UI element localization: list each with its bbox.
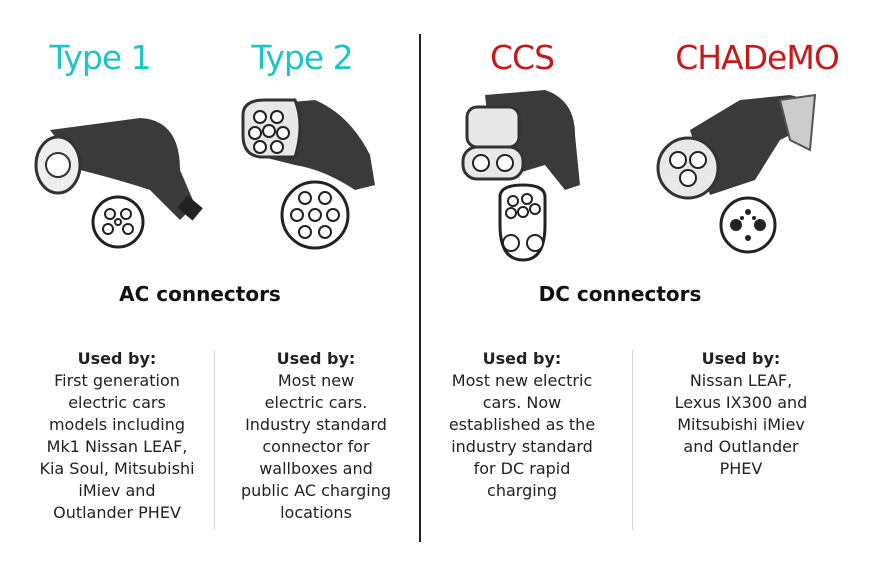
- usage-line: established as the: [448, 415, 596, 434]
- usage-line: charging: [487, 481, 557, 500]
- type1-usage: Used by: First generation electric cars …: [17, 348, 217, 524]
- used-by-heading: Used by:: [482, 349, 562, 368]
- chademo-title: CHADeMO: [675, 38, 840, 77]
- usage-line: models including: [48, 415, 186, 434]
- type1-connector-icon: [34, 118, 203, 249]
- usage-line: locations: [280, 503, 352, 522]
- ccs-title: CCS: [489, 38, 555, 77]
- usage-line: Kia Soul, Mitsubishi: [39, 459, 195, 478]
- ac-connectors-label: AC connectors: [119, 282, 281, 306]
- type2-usage: Used by: Most new electric cars. Industr…: [216, 348, 416, 524]
- usage-line: Industry standard: [245, 415, 387, 434]
- usage-line: Outlander PHEV: [53, 503, 181, 522]
- column-divider: [214, 350, 215, 530]
- usage-line: cars. Now: [482, 393, 562, 412]
- ccs-usage: Used by: Most new electric cars. Now est…: [422, 348, 622, 502]
- usage-line: iMiev and: [78, 481, 156, 500]
- usage-line: electric cars: [68, 393, 166, 412]
- type2-connector-icon: [241, 98, 375, 250]
- usage-line: PHEV: [719, 459, 763, 478]
- usage-line: industry standard: [451, 437, 593, 456]
- usage-line: First generation: [54, 371, 180, 390]
- usage-line: for DC rapid: [473, 459, 571, 478]
- chademo-usage: Used by: Nissan LEAF, Lexus IX300 and Mi…: [641, 348, 841, 480]
- usage-line: public AC charging: [240, 481, 392, 500]
- chademo-connector-icon: [656, 93, 817, 254]
- dc-connectors-label: DC connectors: [538, 282, 702, 306]
- used-by-heading: Used by:: [276, 349, 356, 368]
- usage-line: electric cars.: [264, 393, 368, 412]
- usage-line: Most new electric: [451, 371, 593, 390]
- usage-line: Mk1 Nissan LEAF,: [46, 437, 188, 456]
- ccs-connector-icon: [461, 90, 580, 262]
- used-by-heading: Used by:: [701, 349, 781, 368]
- usage-line: Mitsubishi iMiev: [677, 415, 805, 434]
- usage-line: Nissan LEAF,: [689, 371, 793, 390]
- type2-title: Type 2: [251, 38, 353, 77]
- column-divider: [632, 350, 633, 530]
- used-by-heading: Used by:: [77, 349, 157, 368]
- usage-line: Lexus IX300 and: [674, 393, 808, 412]
- type1-title: Type 1: [49, 38, 151, 77]
- usage-line: wallboxes and: [259, 459, 373, 478]
- ac-dc-divider: [419, 34, 421, 542]
- usage-line: connector for: [262, 437, 370, 456]
- usage-line: Most new: [277, 371, 355, 390]
- usage-line: and Outlander: [683, 437, 799, 456]
